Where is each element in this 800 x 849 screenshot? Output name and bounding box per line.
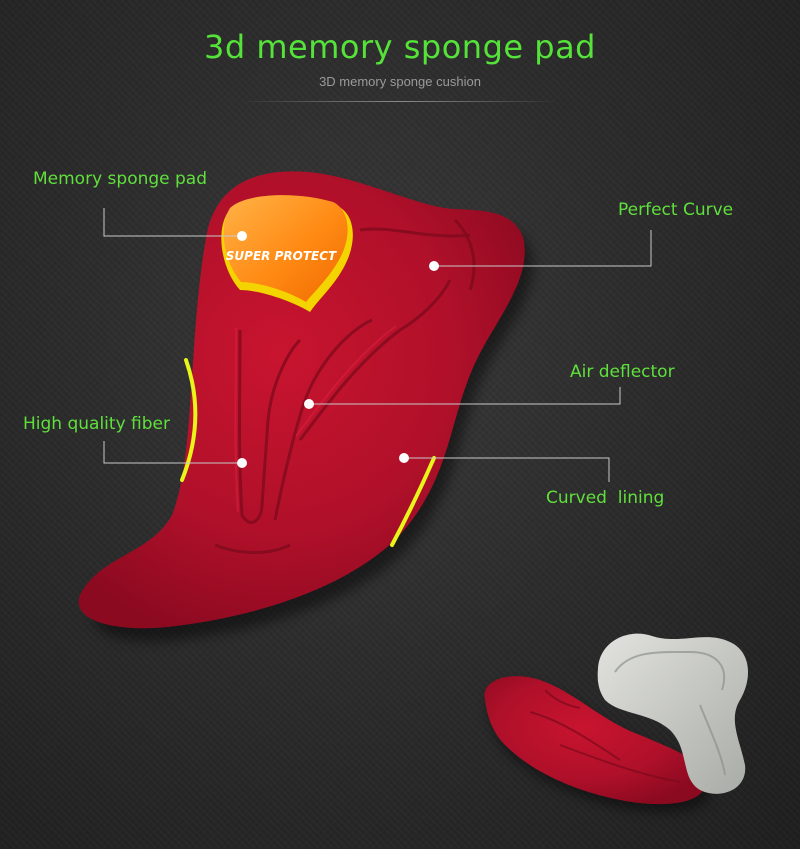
callout-dot-memory (237, 231, 247, 241)
callout-dot-lining (399, 453, 409, 463)
pad-channels (214, 218, 476, 554)
label-perfect-curve: Perfect Curve (618, 200, 734, 220)
page-subtitle: 3D memory sponge cushion (319, 74, 481, 89)
fiber-highlight (180, 358, 198, 482)
label-memory-sponge-pad: Memory sponge pad (33, 169, 208, 189)
callout-lines (103, 208, 652, 482)
label-high-quality-fiber: High quality fiber (23, 414, 170, 434)
callout-dot-curve (429, 261, 439, 271)
lining-highlight (390, 456, 436, 547)
label-air-deflector: Air deflector (570, 362, 675, 382)
callout-dot-fiber (237, 458, 247, 468)
grey-pad (597, 633, 749, 794)
orange-insert (223, 195, 348, 302)
page-title: 3d memory sponge pad (204, 28, 596, 66)
title-divider (240, 101, 560, 102)
super-protect-badge: SUPER PROTECT (226, 249, 337, 263)
small-red-pad (484, 676, 706, 805)
memory-pad-main (78, 171, 525, 629)
label-curved-lining: Curved lining (546, 488, 665, 508)
callout-dot-air (304, 399, 314, 409)
